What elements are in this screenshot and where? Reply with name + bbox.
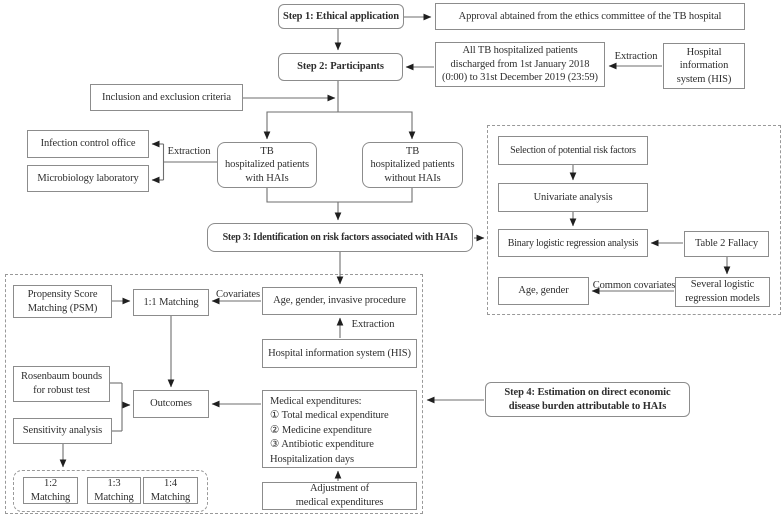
text-line: Adjustment of [309, 483, 370, 495]
psm-panel [5, 274, 423, 514]
text-line: information [679, 60, 729, 72]
text-line: ① Total medical expenditure [270, 410, 389, 422]
text-line: Medical expenditures: [270, 396, 362, 407]
text-line: Several logistic [690, 279, 755, 291]
extraction-label-mid: Extraction [351, 319, 395, 330]
binary-logistic-regression-box: Binary logistic regression analysis [498, 229, 648, 257]
age-gender-box: Age, gender [498, 277, 589, 305]
risk-factor-panel [487, 125, 781, 315]
text-line: Matching (PSM) [27, 302, 98, 314]
text-line: All TB hospitalized patients [462, 45, 578, 57]
text-line: Hospital [686, 46, 722, 58]
text-line: hospitalized patients [225, 159, 309, 171]
his-top-box: Hospital information system (HIS) [663, 43, 745, 89]
text-line: Matching [30, 491, 71, 503]
text-line: Propensity Score [27, 288, 98, 300]
common-covariates-label: Common covariates [592, 280, 676, 291]
text-line: Matching [150, 491, 191, 503]
text-line: for robust test [33, 385, 90, 396]
text-line: TB [405, 145, 420, 157]
infection-control-office-box: Infection control office [27, 130, 149, 158]
age-gender-invasive-box: Age, gender, invasive procedure [262, 287, 417, 315]
text-line: regression models [685, 293, 760, 304]
medical-expenditures-box: Medical expenditures: ① Total medical ex… [262, 390, 417, 468]
text-line: 1:3 [107, 477, 121, 489]
text-line: medical expenditures [295, 497, 384, 508]
text-line: disease burden attributable to HAIs [508, 400, 667, 412]
text-line: 1:4 [163, 477, 178, 489]
text-line: (0:00) to 31st December 2019 (23:59) [442, 72, 598, 84]
selection-risk-factors-box: Selection of potential risk factors [498, 136, 648, 165]
step3-box: Step 3: Identification on risk factors a… [207, 223, 473, 252]
matching-1-4-box: 1:4 Matching [143, 477, 198, 504]
text-line: Rosenbaum bounds [21, 371, 102, 383]
tb-without-hais-box: TB hospitalized patients without HAIs [362, 142, 463, 188]
several-logistic-models-box: Several logistic regression models [675, 277, 770, 307]
text-line: 1:2 [43, 477, 58, 489]
all-tb-patients-box: All TB hospitalized patients discharged … [435, 42, 605, 87]
matching-1-3-box: 1:3 Matching [87, 477, 141, 504]
step4-box: Step 4: Estimation on direct economic di… [485, 382, 690, 417]
matching-1-2-box: 1:2 Matching [23, 477, 78, 504]
step1-box: Step 1: Ethical application [278, 4, 404, 29]
extraction-label-left: Extraction [167, 146, 211, 157]
outcomes-box: Outcomes [133, 390, 209, 418]
matching-1-1-box: 1:1 Matching [133, 289, 209, 316]
inclusion-criteria-box: Inclusion and exclusion criteria [90, 84, 243, 111]
approval-box: Approval abtained from the ethics commit… [435, 3, 745, 30]
tb-with-hais-box: TB hospitalized patients with HAIs [217, 142, 317, 188]
psm-box: Propensity Score Matching (PSM) [13, 285, 112, 318]
his-bottom-box: Hospital information system (HIS) [262, 339, 417, 368]
univariate-analysis-box: Univariate analysis [498, 183, 648, 212]
text-line: ③ Antibiotic expenditure [270, 439, 374, 451]
text-line: with HAIs [245, 172, 289, 184]
step2-box: Step 2: Participants [278, 53, 403, 81]
text-line: ② Medicine expenditure [270, 424, 372, 436]
text-line: Matching [94, 491, 134, 503]
text-line: discharged from 1st January 2018 [450, 58, 590, 70]
text-line: hospitalized patients [370, 159, 455, 171]
text-line: without HAIs [384, 172, 441, 184]
extraction-label-top: Extraction [614, 51, 658, 62]
text-line: system (HIS) [676, 73, 732, 85]
rosenbaum-bounds-box: Rosenbaum bounds for robust test [13, 366, 110, 402]
adjustment-expenditures-box: Adjustment of medical expenditures [262, 482, 417, 510]
text-line: Step 4: Estimation on direct economic [504, 386, 671, 398]
microbiology-laboratory-box: Microbiology laboratory [27, 165, 149, 192]
text-line: Hospitalization days [270, 453, 355, 465]
table2-fallacy-box: Table 2 Fallacy [684, 231, 769, 257]
sensitivity-analysis-box: Sensitivity analysis [13, 418, 112, 444]
text-line: TB [260, 145, 274, 157]
covariates-label: Covariates [216, 289, 260, 300]
matching-ratio-panel [13, 470, 208, 512]
